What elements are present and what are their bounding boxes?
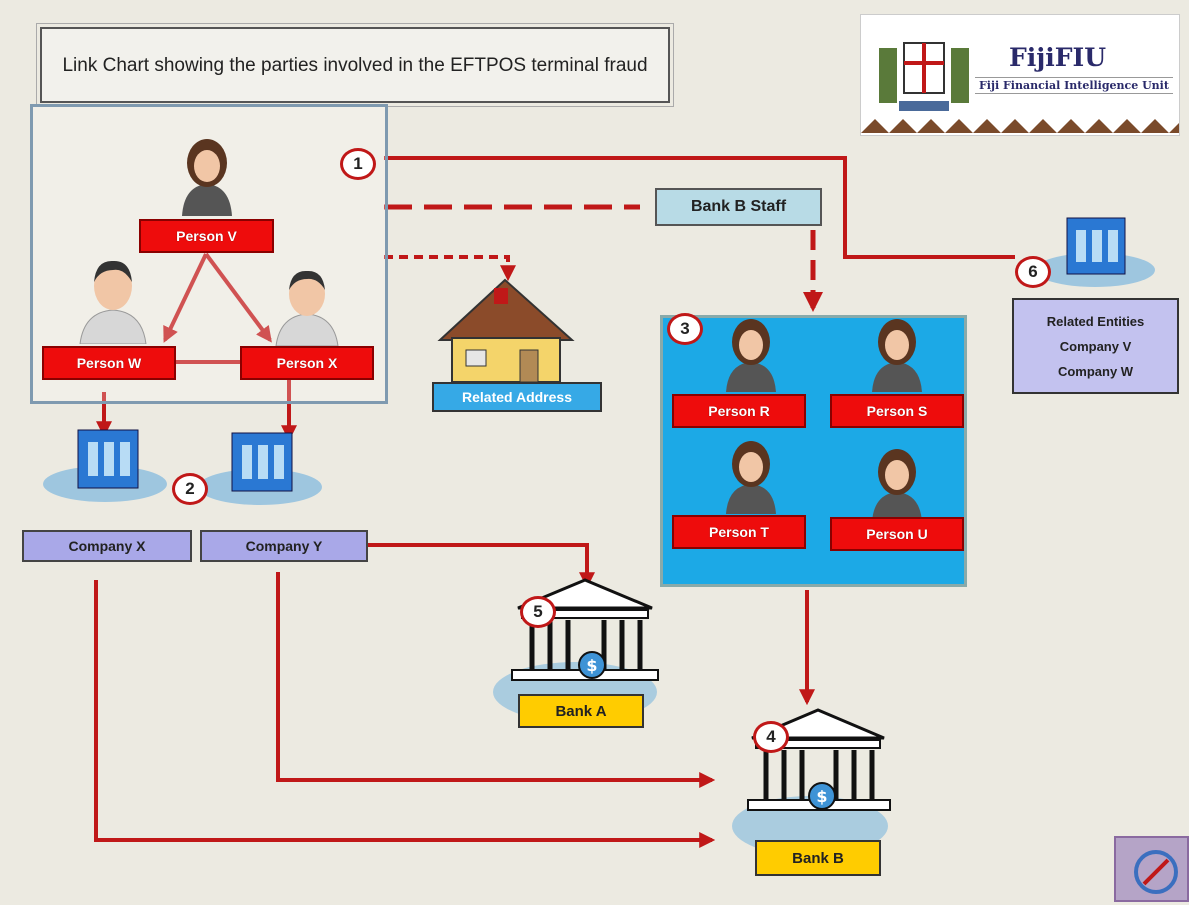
link-v-x: [204, 252, 272, 343]
badge-5: 5: [520, 596, 556, 628]
related-entity-item: Company V: [1059, 338, 1132, 354]
logo-name: FijiFIU: [1009, 43, 1107, 72]
logo-subtitle: Fiji Financial Intelligence Unit: [975, 77, 1173, 94]
female-person-icon: [872, 449, 922, 522]
badge-3: 3: [667, 313, 703, 345]
related-entities-heading: Related Entities: [1046, 313, 1145, 329]
male-person-icon: [79, 260, 147, 344]
link-group-address: [384, 255, 516, 282]
person-u-label: Person U: [830, 517, 964, 551]
svg-text:$: $: [816, 787, 827, 806]
badge-1: 1: [340, 148, 376, 180]
person-v-label: Person V: [139, 219, 274, 253]
chart-title-text: Link Chart showing the parties involved …: [62, 54, 648, 76]
bank-b-label: Bank B: [755, 840, 881, 876]
stamp-emblem: [1134, 850, 1178, 894]
bank-b-staff-label: Bank B Staff: [655, 188, 822, 226]
person-t-label: Person T: [672, 515, 806, 549]
female-person-icon: [726, 441, 776, 514]
office-building-icon-x: [43, 429, 167, 502]
link-companyy-banka: [368, 543, 595, 589]
person-s-label: Person S: [830, 394, 964, 428]
badge-4: 4: [753, 721, 789, 753]
female-person-icon: [726, 319, 776, 392]
link-companyx-bankb: [94, 580, 716, 848]
company-y-label: Company Y: [200, 530, 368, 562]
link-companyy-bankb: [276, 572, 716, 788]
person-r-label: Person R: [672, 394, 806, 428]
link-group-entities: [384, 156, 1015, 259]
corner-stamp-icon: [1114, 836, 1189, 902]
house-icon: [437, 278, 575, 383]
office-building-icon-y: [198, 432, 322, 505]
bank-a-label: Bank A: [518, 694, 644, 728]
male-person-icon: [275, 270, 339, 346]
coat-of-arms-icon: [879, 42, 969, 111]
fijifiu-logo: FijiFIU Fiji Financial Intelligence Unit: [860, 14, 1180, 136]
person-x-label: Person X: [240, 346, 374, 380]
svg-text:$: $: [586, 656, 597, 675]
related-address-label: Related Address: [432, 382, 602, 412]
link-v-w: [163, 253, 208, 343]
female-person-icon: [872, 319, 922, 392]
female-person-icon: [182, 139, 232, 216]
related-entities-box: Related Entities Company V Company W: [1012, 298, 1179, 394]
badge-6: 6: [1015, 256, 1051, 288]
related-entity-item: Company W: [1057, 363, 1134, 379]
person-w-label: Person W: [42, 346, 176, 380]
company-x-label: Company X: [22, 530, 192, 562]
chart-title: Link Chart showing the parties involved …: [36, 23, 674, 107]
badge-2: 2: [172, 473, 208, 505]
office-building-icon-entities: [1035, 217, 1155, 287]
logo-pattern: [861, 119, 1179, 133]
